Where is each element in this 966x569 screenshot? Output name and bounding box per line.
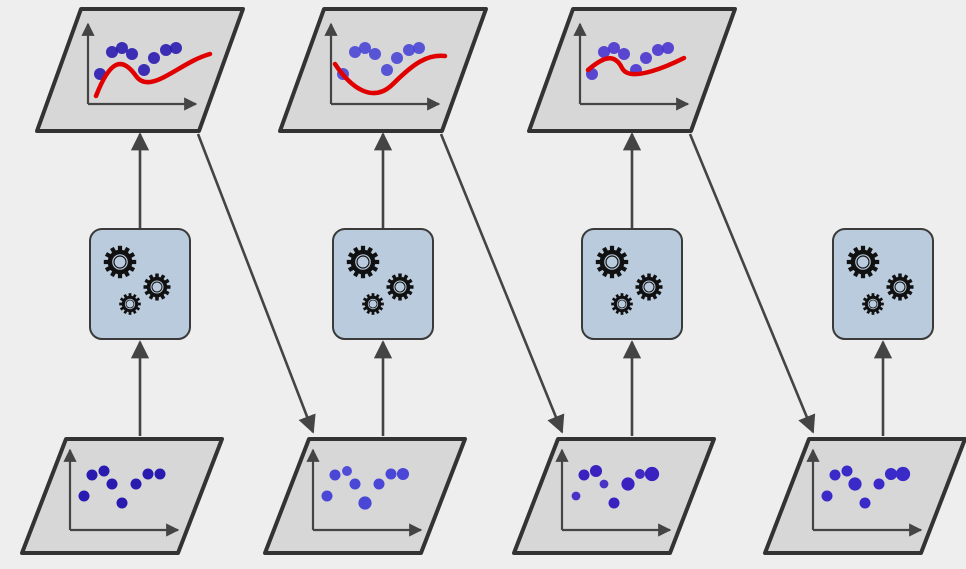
training-data-panel (512, 437, 716, 555)
data-point (78, 490, 90, 502)
data-point (138, 64, 150, 76)
data-point (130, 478, 142, 490)
data-point (349, 478, 361, 490)
data-point (662, 42, 674, 54)
data-point (106, 478, 118, 490)
axes-icon (555, 448, 672, 537)
data-point (413, 42, 425, 54)
panel-frame (512, 437, 716, 555)
axes-icon (806, 448, 923, 537)
data-point (829, 469, 841, 481)
data-point (349, 46, 361, 58)
connector-arrows (196, 133, 816, 434)
training-data-panel (763, 437, 966, 555)
data-point (821, 490, 833, 502)
data-point (321, 490, 333, 502)
data-point (358, 496, 372, 510)
panel-frame (20, 437, 224, 555)
model-box-frame (832, 228, 934, 340)
model-box (89, 228, 191, 340)
model-box (581, 228, 683, 340)
data-point (589, 464, 603, 478)
fit-curve (332, 53, 448, 96)
data-point (154, 468, 166, 480)
data-point (895, 466, 911, 482)
data-point (385, 468, 397, 480)
model-box (332, 228, 434, 340)
stage-1 (20, 7, 245, 555)
axes-icon (81, 22, 198, 111)
stage-3 (512, 7, 737, 555)
axes-icon (306, 448, 423, 537)
data-point (396, 467, 410, 481)
data-point (618, 48, 630, 60)
data-point (403, 44, 415, 56)
data-point (359, 42, 371, 54)
data-point (640, 52, 652, 64)
data-point (652, 44, 664, 56)
arrow-to-next-stage (196, 133, 316, 434)
fit-curve (93, 51, 213, 99)
panel-frame (763, 437, 966, 555)
data-point (170, 42, 182, 54)
data-point (608, 497, 620, 509)
panel-frame (263, 437, 467, 555)
data-point (148, 52, 160, 64)
model-box-frame (581, 228, 683, 340)
fit-curve (585, 55, 687, 77)
data-point (841, 465, 853, 477)
model-box-frame (89, 228, 191, 340)
data-point (86, 469, 98, 481)
data-point (644, 466, 660, 482)
data-point (373, 478, 385, 490)
data-point (142, 468, 154, 480)
data-point (126, 48, 138, 60)
data-point (884, 467, 898, 481)
data-point (381, 64, 393, 76)
data-point (342, 466, 352, 476)
predictor-panel (527, 7, 737, 133)
data-point (578, 469, 590, 481)
training-data-panel (20, 437, 224, 555)
data-point (98, 465, 110, 477)
data-point (116, 497, 128, 509)
predictor-panel (278, 7, 488, 133)
data-point (621, 477, 635, 491)
stage-2 (263, 7, 488, 555)
predictor-panel (35, 7, 245, 133)
data-point (859, 497, 871, 509)
axes-icon (324, 22, 441, 111)
data-point (391, 52, 403, 64)
data-point (329, 469, 341, 481)
data-point (369, 48, 381, 60)
training-data-panel (263, 437, 467, 555)
data-point (160, 44, 172, 56)
model-box-frame (332, 228, 434, 340)
panels (20, 7, 966, 555)
axes-icon (63, 448, 180, 537)
model-box (832, 228, 934, 340)
data-point (608, 42, 620, 54)
data-point (635, 469, 645, 479)
stage-4 (763, 228, 966, 555)
arrow-to-next-stage (688, 133, 816, 434)
data-point (873, 478, 885, 490)
axes-icon (573, 22, 690, 111)
data-point (571, 491, 581, 501)
data-point (599, 479, 609, 489)
arrow-to-next-stage (439, 133, 565, 434)
data-point (116, 42, 128, 54)
data-point (106, 46, 118, 58)
data-point (598, 46, 610, 58)
data-point (848, 477, 862, 491)
